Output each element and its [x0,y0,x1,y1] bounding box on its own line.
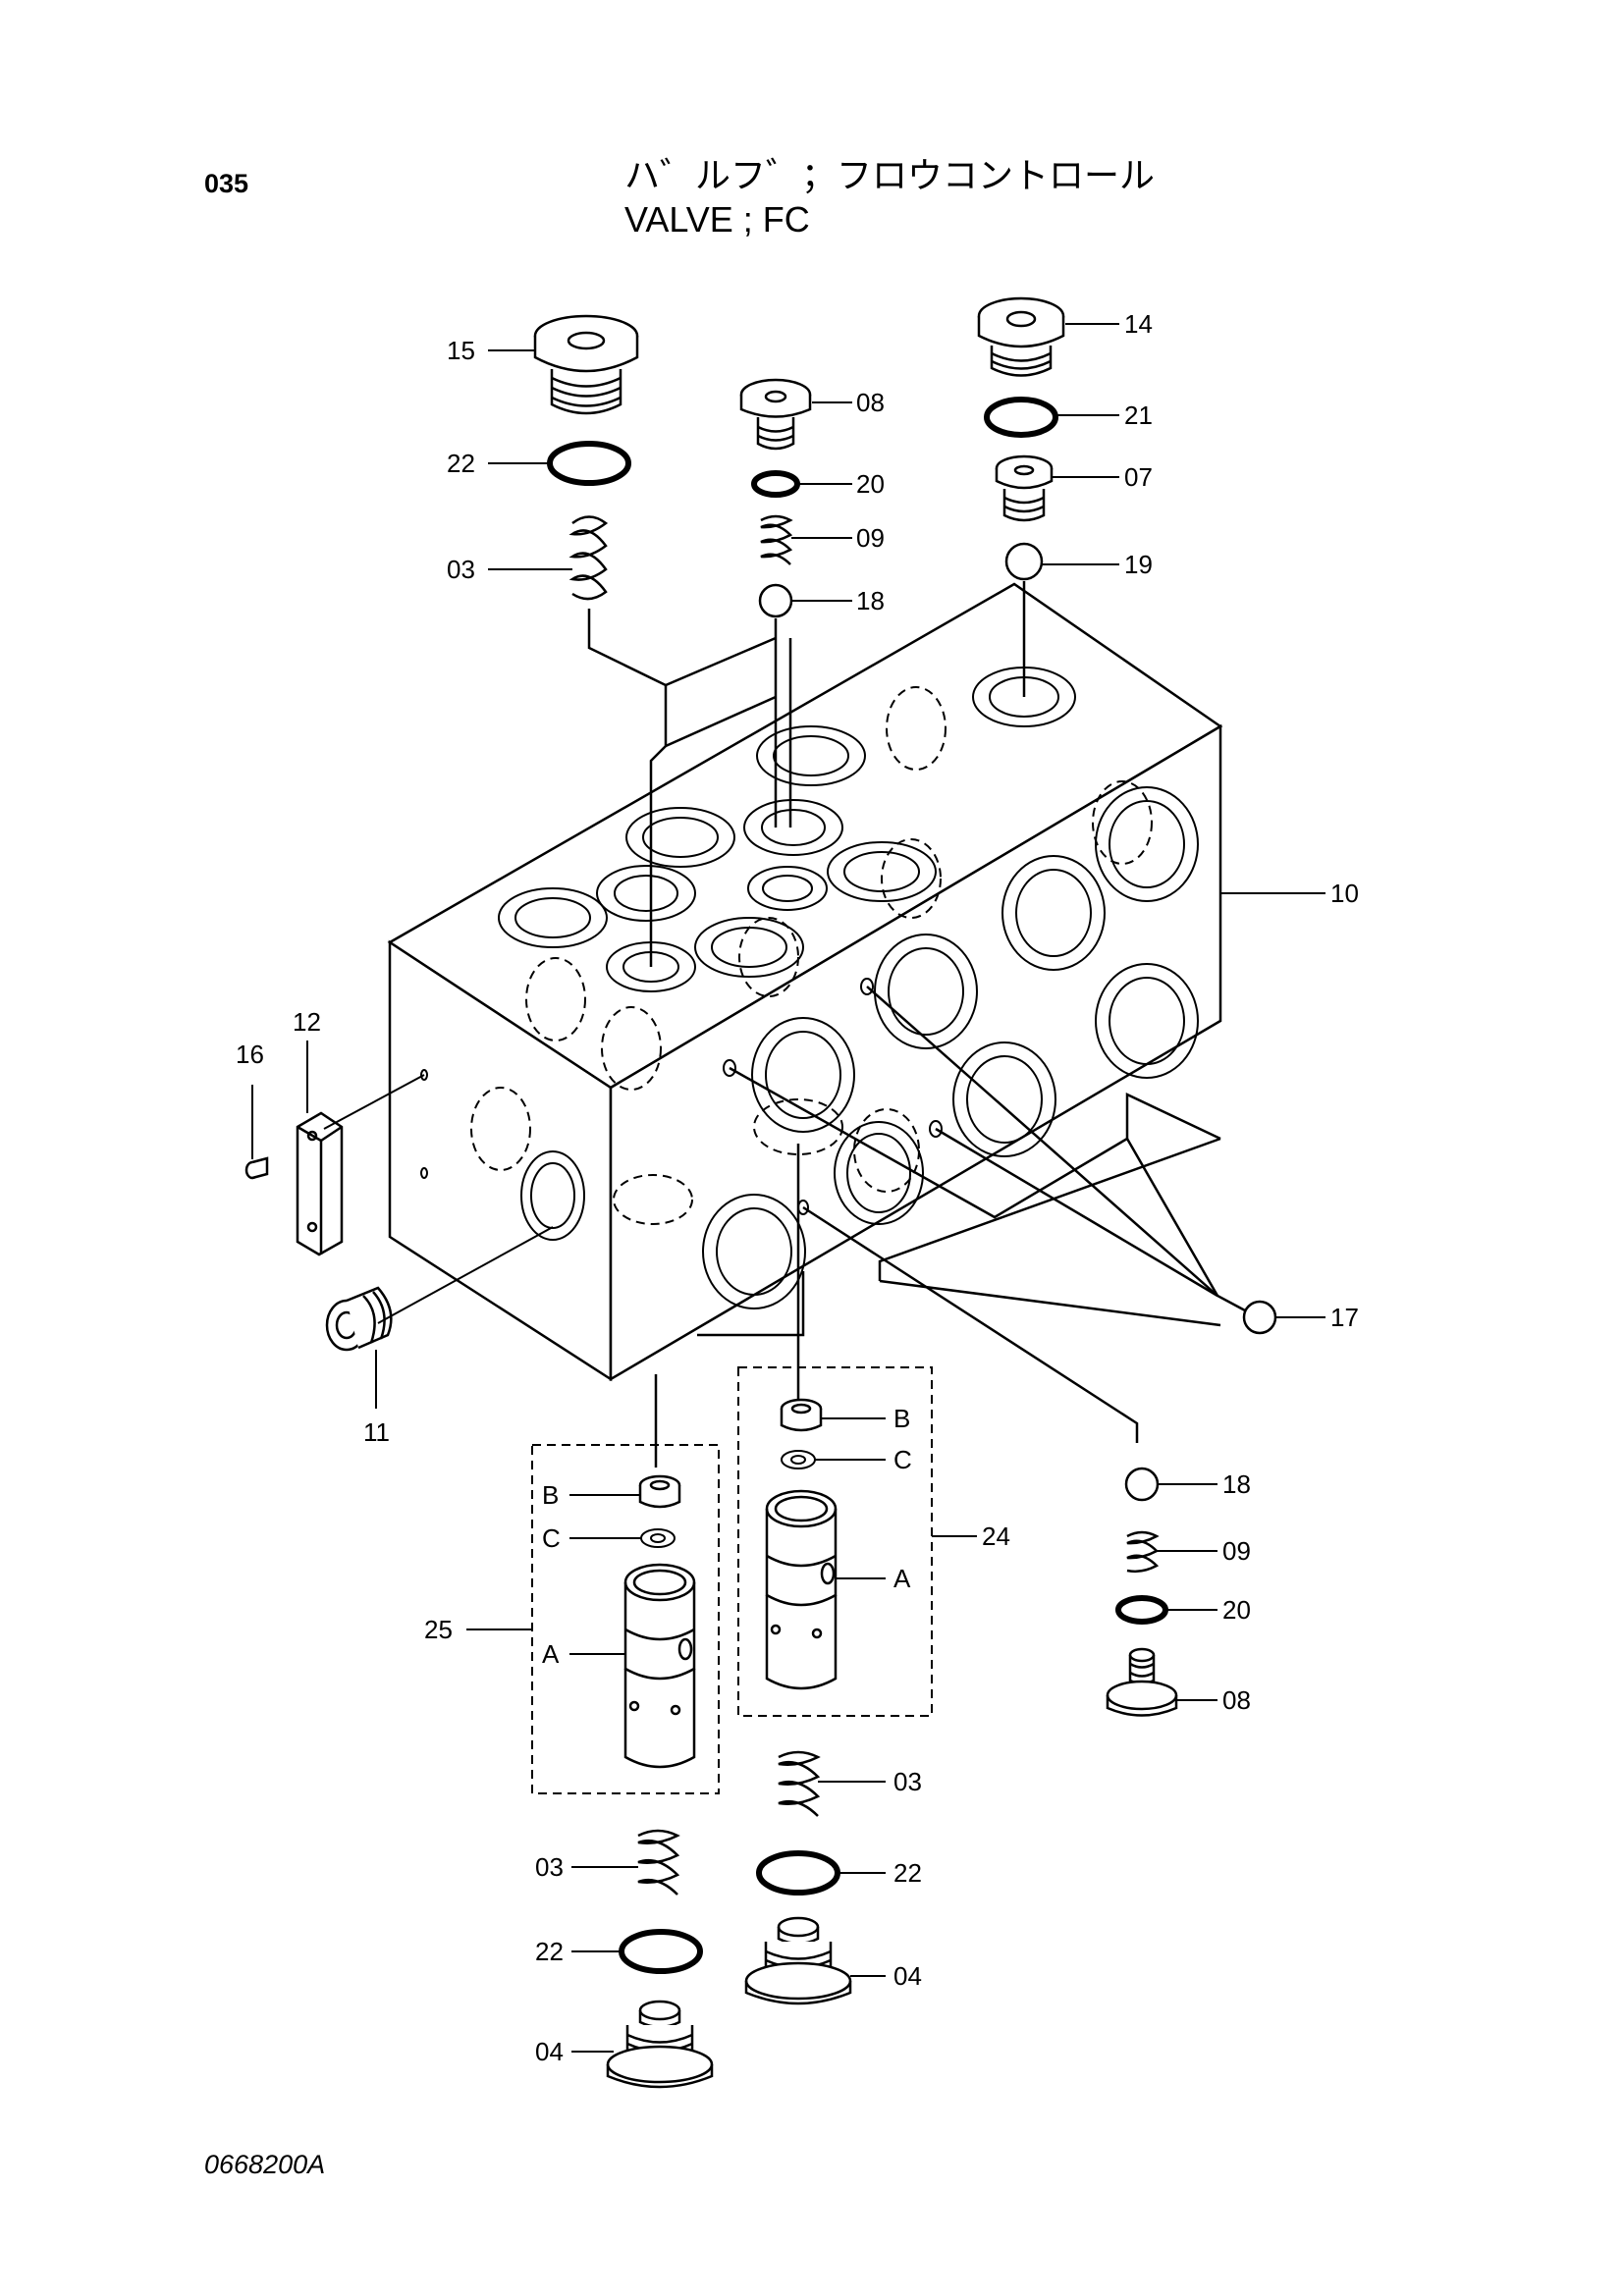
callout-20-lower: 20 [1222,1595,1251,1625]
kit-24-part-C [781,1450,816,1469]
callout-03-upper: 03 [447,555,475,584]
callout-25-B: B [542,1480,559,1510]
callout-18-lower: 18 [1222,1469,1251,1499]
callout-21: 21 [1124,400,1153,430]
callout-11: 11 [363,1417,390,1447]
ball-19 [1004,542,1044,581]
callout-22-upper: 22 [447,449,475,478]
leader-lines [306,323,1325,2053]
spring-03-lower [637,1829,680,1896]
o-ring-20-lower [1115,1595,1168,1625]
callout-12: 12 [293,1007,321,1037]
callout-04-lower: 04 [535,2037,564,2066]
assembly-lines-upper [587,581,1026,967]
spring-03-mid [778,1750,821,1817]
valve-body [387,582,1223,1382]
kit-25-part-B [638,1474,681,1509]
callout-07: 07 [1124,462,1153,492]
callout-19: 19 [1124,550,1153,579]
page-number: 035 [204,169,249,198]
callout-10: 10 [1330,879,1359,908]
ball-18-upper [758,583,793,618]
spring-09-upper [760,514,793,565]
callout-25: 25 [424,1615,453,1644]
kit-24-box [737,1366,933,1717]
kit-25-box [531,1444,720,1794]
callout-08-lower: 08 [1222,1685,1251,1715]
callout-20-upper: 20 [856,469,885,499]
callout-16: 16 [236,1040,264,1069]
plug-08-upper [739,378,812,451]
callout-14: 14 [1124,309,1153,339]
screw-16 [244,1085,269,1180]
callout-24-C: C [893,1445,912,1474]
ball-18-lower [1124,1467,1160,1502]
drawing-code: 0668200A [204,2150,326,2179]
o-ring-22-mid [756,1850,840,1896]
callout-24-B: B [893,1404,910,1433]
kit-25-part-A [623,1563,696,1769]
o-ring-22-lower [619,1929,703,1974]
ball-17 [1242,1300,1277,1335]
cover-plate-12 [296,1074,425,1256]
callout-17: 17 [1330,1303,1359,1332]
callout-24-A: A [893,1564,911,1593]
callout-22-lower: 22 [535,1937,564,1966]
o-ring-20-upper [751,470,800,498]
spring-09-lower [1126,1530,1160,1574]
kit-25-part-C [640,1528,676,1548]
plug-11 [325,1226,554,1409]
callout-15: 15 [447,336,475,365]
callout-25-C: C [542,1523,561,1553]
callout-03-mid: 03 [893,1767,922,1796]
callout-24: 24 [982,1522,1010,1551]
plug-04-lower [606,2000,714,2089]
title-japanese: ハ゛ルフ゛；フロウコントロール [624,155,1156,195]
kit-24-part-B [780,1398,823,1432]
plug-08-lower [1106,1647,1178,1717]
o-ring-21 [984,397,1058,438]
plug-04-mid [744,1916,852,2005]
assembly-lines-right [654,986,1246,1468]
callout-04-mid: 04 [893,1961,922,1991]
callout-18-upper: 18 [856,586,885,615]
callout-25-A: A [542,1639,560,1669]
kit-24-part-A [765,1489,838,1690]
plug-14 [977,296,1065,377]
callout-09-upper: 09 [856,523,885,553]
callout-22-mid: 22 [893,1858,922,1888]
plug-07 [995,454,1054,522]
title-english: VALVE ; FC [624,199,810,240]
callout-labels: 15 22 03 08 20 09 18 14 21 07 19 10 12 1… [236,309,1359,2066]
o-ring-22-upper [547,441,631,486]
spring-03-upper [568,515,609,601]
plug-15 [533,314,639,415]
callout-09-lower: 09 [1222,1536,1251,1566]
callout-08-upper: 08 [856,388,885,417]
callout-03-lower: 03 [535,1852,564,1882]
